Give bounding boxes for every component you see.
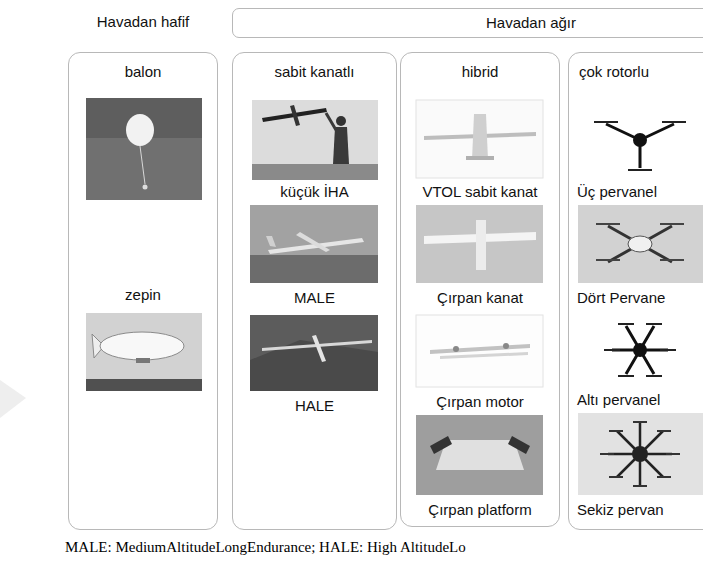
- heavier-than-air-band: Havadan ağır: [232, 8, 703, 38]
- photo-ground: [416, 205, 543, 283]
- footnote-caption: MALE: MediumAltitudeLongEndurance; HALE:…: [65, 538, 466, 556]
- group-heading: sabit kanatlı: [233, 63, 396, 81]
- vtol-photo: [416, 100, 543, 178]
- group-heading: Havadan ağır: [293, 14, 703, 32]
- drone-arms: [608, 226, 672, 262]
- hybrid-panel: hibridVTOL sabit kanatÇırpan kanatÇırpan…: [400, 52, 560, 527]
- flapping-wing-photo: [416, 205, 543, 283]
- hexacopter-photo: [578, 315, 703, 385]
- octocopter-photo: [578, 413, 703, 495]
- blimp-body: [100, 332, 184, 360]
- photo-ground: [250, 315, 378, 391]
- drone-arms: [612, 326, 668, 374]
- plane-body: [440, 352, 528, 359]
- watermark-mark: [0, 380, 26, 418]
- drone-center: [628, 236, 652, 252]
- flapping-motor-photo: [416, 315, 543, 387]
- drone-arms: [606, 124, 674, 168]
- photo-ground: [416, 100, 543, 178]
- item-label: VTOL sabit kanat: [401, 183, 559, 201]
- drone-center: [633, 343, 647, 357]
- item-label: balon: [69, 63, 217, 81]
- item-label: Çırpan kanat: [401, 289, 559, 307]
- item-label: Üç pervanel: [577, 183, 703, 201]
- plane-motor: [503, 343, 509, 349]
- blimp-photo: [86, 313, 202, 391]
- item-label: Sekiz pervan: [577, 501, 703, 519]
- tricopter-photo: [578, 100, 703, 178]
- blimp-gondola: [136, 358, 150, 363]
- person-arm: [326, 113, 336, 130]
- photo-ground: [86, 98, 202, 200]
- drone-center: [632, 446, 648, 462]
- plane-body: [476, 220, 486, 270]
- item-label: MALE: [233, 289, 396, 307]
- photo-terrain: [250, 340, 378, 391]
- item-label: zepin: [69, 286, 217, 304]
- item-label: Çırpan motor: [401, 393, 559, 411]
- photo-ground: [578, 100, 703, 178]
- person-body: [333, 127, 349, 164]
- person-head: [336, 116, 346, 126]
- balloon-shape: [126, 114, 154, 146]
- group-heading: Havadan hafif: [69, 13, 217, 31]
- plane-tail: [266, 236, 276, 247]
- photo-ground: [86, 379, 202, 391]
- photo-sky: [252, 100, 378, 180]
- photo-ground: [416, 415, 543, 495]
- photo-runway: [250, 255, 378, 283]
- craft-rotor: [430, 436, 452, 454]
- craft-rotor: [508, 436, 530, 454]
- item-label: Çırpan platform: [401, 501, 559, 519]
- quadcopter-photo: [578, 205, 703, 283]
- photo-ground: [252, 164, 378, 180]
- item-label: Altı pervanel: [577, 391, 703, 409]
- plane-wing: [430, 344, 530, 354]
- balloon-tether: [140, 146, 145, 184]
- photo-ground: [578, 413, 703, 495]
- balloon-payload: [143, 185, 148, 190]
- drone-props: [596, 224, 684, 260]
- plane-body: [290, 105, 300, 126]
- male-photo: [250, 205, 378, 283]
- plane-motor: [453, 346, 459, 352]
- multirotor-panel: çok rotorlu Üç pervanelDört PervaneAltı p…: [568, 52, 703, 530]
- group-heading: hibrid: [401, 63, 559, 81]
- item-label: HALE: [233, 397, 396, 415]
- photo-sky: [250, 205, 378, 283]
- plane-body: [312, 335, 326, 362]
- item-label: Dört Pervane: [577, 289, 703, 307]
- drone-props: [600, 422, 680, 486]
- group-heading: çok rotorlu: [579, 63, 703, 81]
- photo-ground: [416, 315, 543, 387]
- item-label: küçük İHA: [233, 183, 396, 201]
- drone-center: [633, 133, 647, 147]
- balloon-photo: [86, 98, 202, 200]
- lighter-than-air-panel: Havadan hafifbalonzepin: [68, 52, 218, 530]
- flapping-platform-photo: [416, 415, 543, 495]
- photo-ground: [578, 205, 703, 283]
- plane-wing: [296, 232, 330, 252]
- photo-ground: [578, 315, 703, 385]
- plane-body: [472, 114, 488, 160]
- drone-props: [594, 122, 686, 170]
- fixed-wing-panel: sabit kanatlı küçük İHA MALE HALE: [232, 52, 397, 530]
- photo-sky: [86, 313, 202, 391]
- plane-tail: [466, 156, 494, 160]
- drone-props: [604, 324, 676, 376]
- small-uav-photo: [252, 100, 378, 180]
- hale-photo: [250, 315, 378, 391]
